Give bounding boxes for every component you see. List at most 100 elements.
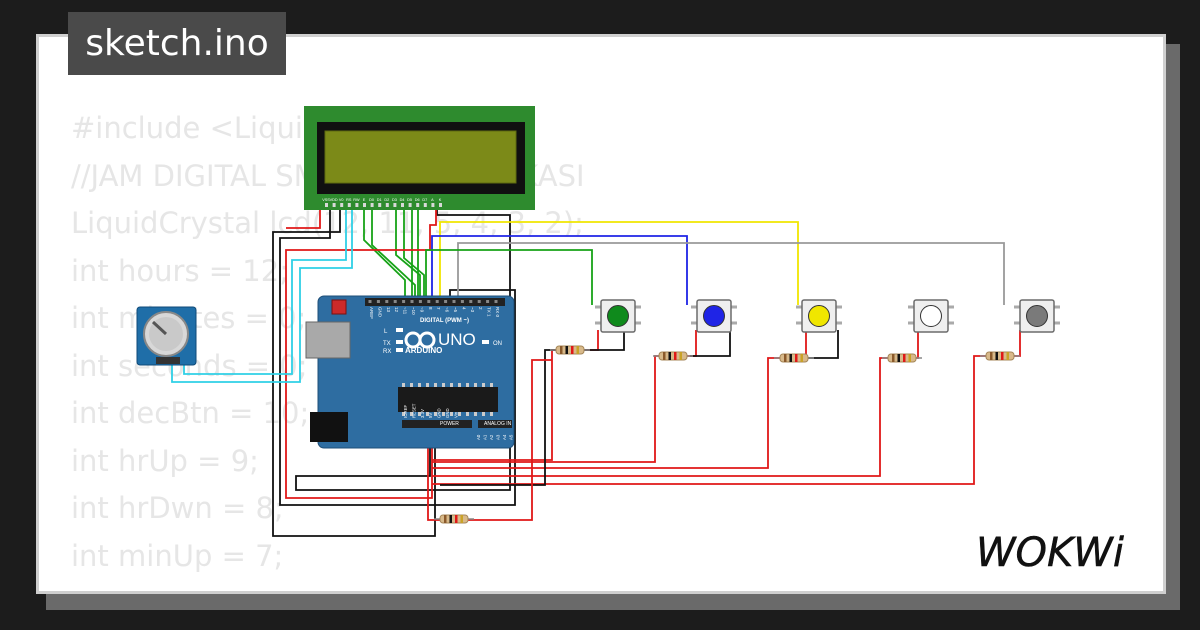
wires [171,205,1021,537]
lcd-pin-label: VDD [330,198,338,202]
code-line: int hrUp = 9; [71,443,259,478]
analog-pin-label: A1 [483,434,488,440]
code-line: int minUp = 7; [71,538,284,573]
digital-pin-label: AREF [369,307,374,319]
resistor[interactable] [434,514,474,524]
digital-pin-label: ~11 [403,307,408,315]
power-pin-label: RESET [411,403,416,418]
analog-pin-label: A2 [489,434,494,440]
lcd-pin[interactable] [393,203,397,207]
power-pin-label: IOREF [403,404,408,418]
lcd-pin[interactable] [355,203,359,207]
code-line: int decBtn = 10; [71,396,310,430]
board-model-label: UNO [438,330,476,349]
digital-pin[interactable] [376,300,380,303]
digital-pin-label: ~5 [453,307,458,313]
button-cap[interactable] [1026,305,1048,327]
digital-pin[interactable] [435,300,439,303]
lcd-pin-label: D4 [400,198,405,202]
lcd-pin-label: VSS [322,198,330,202]
digital-pin[interactable] [444,300,448,303]
lcd-pin[interactable] [439,203,442,207]
button-cap[interactable] [607,305,629,327]
lcd-pin-label: V0 [339,198,344,202]
lcd-pin[interactable] [385,203,389,207]
lcd-pin[interactable] [416,203,420,207]
digital-pin[interactable] [494,300,498,303]
wokwi-logo-text: WOKWi [976,530,1124,576]
arduino-infinity-icon [404,331,436,349]
file-name-tab[interactable]: sketch.ino [68,12,286,75]
digital-pin-label: 12 [394,307,399,313]
digital-pin-label: ~3 [470,307,475,313]
push-button[interactable] [796,299,842,333]
button-cap[interactable] [808,305,830,327]
led-label-tx: TX [383,341,391,347]
led-label-rx: RX [383,349,391,355]
code-line: LiquidCrystal lcd(12, 11, 5, 4, 3, 2); [71,206,584,240]
digital-pin[interactable] [477,300,481,303]
digital-pin[interactable] [393,300,397,303]
resistor[interactable] [882,353,922,363]
lcd-pin[interactable] [370,203,374,207]
analog-pin-label: A0 [476,434,481,440]
resistors [434,345,1020,524]
digital-pin[interactable] [368,300,372,303]
power-header-label: POWER [440,421,459,427]
button-cap[interactable] [920,305,942,327]
digital-pin[interactable] [460,300,464,303]
lcd-pin-label: RW [353,198,360,202]
lcd-pin-label: D2 [384,198,389,202]
lcd-pin[interactable] [332,203,336,207]
on-led-label: ON [493,341,502,347]
digital-header-label: DIGITAL (PWM ~) [420,318,469,324]
lcd-pin[interactable] [408,203,412,207]
power-pin-label: GND [437,408,442,418]
digital-pin[interactable] [427,300,431,303]
power-pin-label: 3.3V [420,409,425,418]
wokwi-logo: WOKWi [976,530,1124,576]
push-button[interactable] [1014,299,1060,333]
push-button[interactable] [691,299,737,333]
digital-pin-label: 7 [436,307,441,310]
lcd-pin-label: D3 [392,198,397,202]
lcd-pin-label: RS [346,198,352,202]
digital-pin-label: GND [377,307,382,318]
digital-pin[interactable] [469,300,473,303]
digital-pin-label: 13 [386,307,391,313]
digital-pin[interactable] [402,300,406,303]
analog-pin-label: A5 [509,434,514,440]
digital-pin[interactable] [410,300,414,303]
resistor[interactable] [653,351,693,361]
lcd-pin[interactable] [325,203,328,207]
lcd-pin[interactable] [431,203,435,207]
digital-pin[interactable] [452,300,456,303]
push-button[interactable] [595,299,641,333]
resistor[interactable] [980,351,1020,361]
lcd-pin[interactable] [347,203,351,207]
lcd-pin[interactable] [378,203,382,207]
digital-pin[interactable] [418,300,422,303]
digital-pin[interactable] [385,300,389,303]
power-pin-label: GND [445,408,450,418]
lcd-pin[interactable] [340,203,344,207]
arduino-uno-board[interactable]: ARDUINO UNO DIGITAL (PWM ~) POWER ANALOG… [305,295,515,449]
button-cap[interactable] [703,305,725,327]
resistor[interactable] [550,345,590,355]
push-button[interactable] [908,299,954,333]
code-line: int hours = 12; [71,253,289,288]
board-brand-label: ARDUINO [405,346,442,355]
lcd-pin[interactable] [363,203,366,207]
lcd-pin[interactable] [423,203,427,207]
resistor[interactable] [774,353,814,363]
potentiometer[interactable] [136,306,197,366]
digital-pin-label: TX 1 [487,307,492,317]
digital-pin[interactable] [486,300,490,303]
digital-pin-label: RX 0 [495,307,500,318]
lcd-pin[interactable] [401,203,404,207]
